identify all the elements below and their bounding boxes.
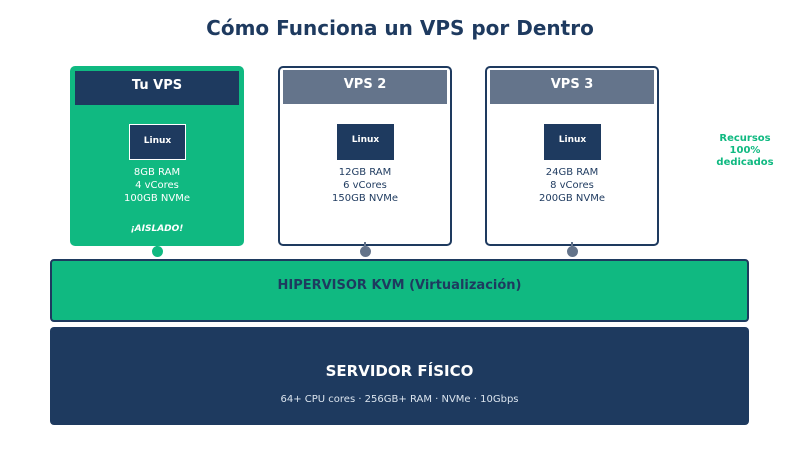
vps-specs: 12GB RAM 6 vCores 150GB NVMe — [280, 166, 450, 205]
cpu-spec: 6 vCores — [343, 180, 387, 191]
connector-dot — [152, 246, 163, 257]
server-title: SERVIDOR FÍSICO — [325, 362, 474, 380]
connector-dot — [360, 246, 371, 257]
vps-card-header: Tu VPS — [75, 71, 239, 105]
vps-card-3: VPS 3 Linux 24GB RAM 8 vCores 200GB NVMe — [485, 66, 659, 246]
ram-spec: 8GB RAM — [133, 167, 181, 178]
isolated-tag: ¡AISLADO! — [130, 224, 184, 234]
os-badge: Linux — [544, 124, 601, 160]
note-line: dedicados — [716, 157, 774, 168]
cpu-spec: 4 vCores — [135, 180, 179, 191]
disk-spec: 200GB NVMe — [539, 193, 605, 204]
ram-spec: 12GB RAM — [338, 167, 392, 178]
vps-specs: 8GB RAM 4 vCores 100GB NVMe — [72, 166, 242, 205]
dedicated-resources-note: Recursos 100% dedicados — [705, 133, 785, 169]
os-badge: Linux — [337, 124, 394, 160]
os-badge: Linux — [129, 124, 186, 160]
note-line: 100% — [729, 145, 761, 156]
vps-card-header: VPS 3 — [490, 70, 654, 104]
hypervisor-layer: HIPERVISOR KVM (Virtualización) — [50, 259, 749, 322]
vps-card-primary: Tu VPS Linux 8GB RAM 4 vCores 100GB NVMe… — [70, 66, 244, 246]
note-line: Recursos — [719, 133, 771, 144]
connector-dot — [567, 246, 578, 257]
server-specs: 64+ CPU cores · 256GB+ RAM · NVMe · 10Gb… — [280, 394, 519, 405]
hypervisor-label: HIPERVISOR KVM (Virtualización) — [277, 278, 522, 293]
disk-spec: 100GB NVMe — [124, 193, 190, 204]
diagram-title: Cómo Funciona un VPS por Dentro — [206, 16, 594, 40]
physical-server-layer: SERVIDOR FÍSICO 64+ CPU cores · 256GB+ R… — [50, 327, 749, 425]
disk-spec: 150GB NVMe — [332, 193, 398, 204]
vps-card-2: VPS 2 Linux 12GB RAM 6 vCores 150GB NVMe — [278, 66, 452, 246]
vps-card-header: VPS 2 — [283, 70, 447, 104]
vps-specs: 24GB RAM 8 vCores 200GB NVMe — [487, 166, 657, 205]
ram-spec: 24GB RAM — [545, 167, 599, 178]
cpu-spec: 8 vCores — [550, 180, 594, 191]
